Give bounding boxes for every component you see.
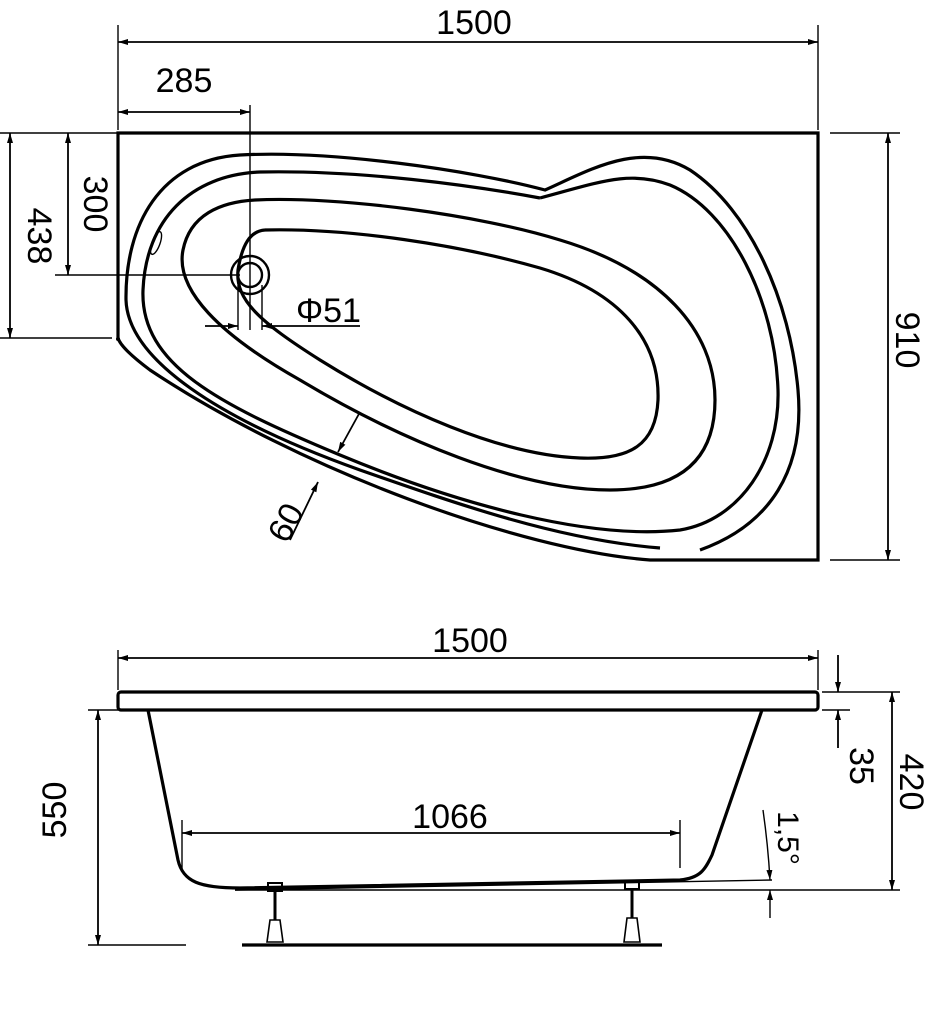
dim-bottom-length: 1066 <box>412 798 488 836</box>
dim-rim-width: 60 <box>261 497 312 548</box>
dim-drain-diameter: Φ51 <box>296 292 361 330</box>
tub-rim <box>116 690 820 712</box>
dim-arrow-rim-in <box>337 411 361 453</box>
dim-rim-left: 438 <box>20 208 58 265</box>
dim-height: 550 <box>36 782 74 839</box>
basin-inner-line <box>236 228 660 460</box>
dim-arrow-angle-top <box>762 809 773 881</box>
dim-drain-y: 300 <box>76 176 114 233</box>
leg-left-icon <box>266 882 284 943</box>
tub-outline <box>116 131 820 562</box>
overflow-icon <box>149 230 163 256</box>
tub-body <box>146 709 764 890</box>
dim-width: 910 <box>888 312 926 369</box>
leg-right-icon <box>623 880 641 943</box>
dim-length-top: 1500 <box>436 4 512 42</box>
dim-depth: 420 <box>892 754 930 811</box>
dim-side-length: 1500 <box>432 622 508 660</box>
side-view: 1500 1066 550 35 420 1,5° <box>36 622 930 947</box>
rim-inner-line-outer <box>124 152 801 552</box>
dim-slope-angle: 1,5° <box>771 811 804 865</box>
dim-arrow-rim-out <box>289 481 319 541</box>
dim-rim-thickness: 35 <box>842 747 880 785</box>
basin-outer-line <box>180 197 717 492</box>
rim-inner-line <box>141 170 780 534</box>
slope-reference-line <box>234 879 773 891</box>
top-view: 1500 285 300 438 Φ51 60 910 <box>0 4 926 562</box>
dim-drain-x: 285 <box>156 62 213 100</box>
reference-point <box>116 337 120 341</box>
